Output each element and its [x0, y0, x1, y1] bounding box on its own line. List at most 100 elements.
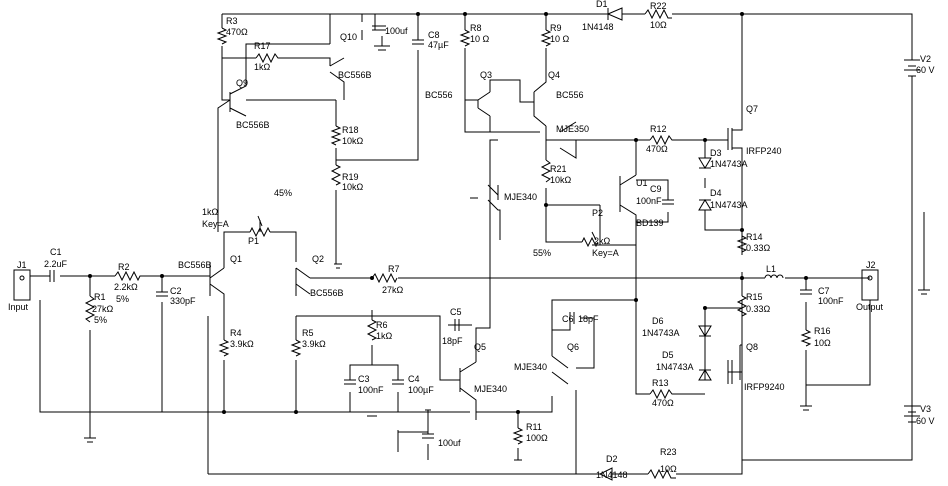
label-p1-key: Key=A	[202, 219, 229, 229]
label-r18-value: 10kΩ	[342, 136, 364, 146]
label-q6-type: MJE340	[514, 362, 547, 372]
label-r16-value: 10Ω	[814, 338, 831, 348]
label-c2-value: 330pF	[170, 296, 196, 306]
label-r5: R5	[302, 328, 314, 338]
resistor-r2	[114, 270, 145, 282]
label-c7-value: 100nF	[818, 296, 844, 306]
label-input: Input	[8, 302, 29, 312]
resistor-r6	[366, 319, 378, 341]
label-c1: C1	[50, 247, 62, 257]
label-r9-value: 10 Ω	[550, 34, 570, 44]
label-q6: Q6	[567, 342, 579, 352]
capacitor-c4	[392, 379, 404, 385]
label-q5-type: MJE340	[474, 384, 507, 394]
label-c3-value: 100nF	[358, 385, 384, 395]
diode-d2	[598, 467, 613, 481]
label-q10: Q10	[340, 32, 357, 42]
capacitor-c2	[156, 291, 168, 297]
label-q7-type: IRFP240	[746, 146, 782, 156]
label-c4-value: 100µF	[408, 385, 434, 395]
inductor-l1	[764, 274, 784, 279]
label-r2-tol: 5%	[116, 294, 129, 304]
diode-d3	[698, 157, 712, 169]
resistor-r22	[644, 8, 672, 20]
label-q2-type: BC556B	[310, 288, 344, 298]
capacitor-100uf-top	[372, 25, 386, 31]
battery-v2	[904, 59, 920, 77]
capacitor-c3	[344, 379, 356, 385]
diode-d4	[698, 199, 712, 211]
resistor-r1	[84, 295, 96, 323]
label-p2-key: Key=A	[592, 248, 619, 258]
resistor-r15	[736, 295, 748, 317]
jack-j2	[861, 269, 879, 301]
label-c5: C5	[450, 307, 462, 317]
label-r15-value: 0.33Ω	[746, 304, 771, 314]
label-r13: R13	[652, 378, 669, 388]
label-d1: D1	[596, 0, 608, 9]
label-q9-type: BC556B	[236, 120, 270, 130]
label-c2: C2	[170, 286, 182, 296]
label-d1-type: 1N4148	[582, 22, 614, 32]
label-r1-value: 27kΩ	[92, 304, 114, 314]
resistor-r3	[216, 27, 228, 45]
diode-d1	[606, 7, 623, 21]
label-q8-type: IRFP9240	[744, 382, 785, 392]
label-v3-value: 60 V	[916, 416, 935, 426]
label-p1-value: 1kΩ	[202, 207, 219, 217]
label-p2-value: 2kΩ	[594, 236, 611, 246]
label-d6-type: 1N4743A	[642, 328, 680, 338]
label-v3: V3	[920, 404, 931, 414]
resistor-r7	[371, 272, 398, 284]
label-r7-value: 27kΩ	[382, 285, 404, 295]
label-u1: U1	[636, 178, 648, 188]
resistor-r13	[649, 388, 676, 400]
label-d3: D3	[710, 148, 722, 158]
label-r5-value: 3.9kΩ	[302, 339, 326, 349]
label-q2: Q2	[312, 254, 324, 264]
label-r2: R2	[118, 262, 130, 272]
label-r9: R9	[550, 23, 562, 33]
label-r3-value: 470Ω	[226, 27, 248, 37]
label-d5: D5	[662, 350, 674, 360]
label-q4: Q4	[548, 70, 560, 80]
label-q10-type: BC556B	[338, 70, 372, 80]
resistor-r16	[800, 329, 812, 347]
resistor-r21	[540, 159, 552, 183]
capacitor-c5	[454, 319, 460, 331]
label-r1: R1	[94, 292, 106, 302]
resistor-r9	[540, 29, 552, 47]
label-j2: J2	[866, 260, 876, 270]
resistor-r12	[649, 134, 676, 146]
label-v2-value: 60 V	[916, 65, 935, 75]
label-q5: Q5	[474, 342, 486, 352]
label-r22-value: 10Ω	[650, 20, 667, 30]
label-c6-value: 18pF	[578, 314, 599, 324]
label-r21-value: 10kΩ	[550, 175, 572, 185]
label-c8: C8	[428, 30, 440, 40]
label-q1: Q1	[230, 254, 242, 264]
components	[13, 7, 930, 481]
label-r12: R12	[650, 124, 667, 134]
label-r19-value: 10kΩ	[342, 182, 364, 192]
capacitor-100uf-bottom	[422, 433, 434, 439]
label-d6: D6	[652, 316, 664, 326]
label-c8-value: 47µF	[428, 40, 449, 50]
label-c3: C3	[358, 374, 370, 384]
resistor-r23	[647, 468, 676, 480]
label-output: Output	[856, 302, 884, 312]
label-r22: R22	[650, 1, 667, 11]
label-r23: R23	[660, 447, 677, 457]
label-r7: R7	[388, 264, 400, 274]
label-c6: C6	[562, 314, 574, 324]
label-c9: C9	[650, 184, 662, 194]
label-mje350: MJE350	[556, 124, 589, 134]
capacitor-c6	[569, 312, 575, 324]
component-labels: J1 Input C1 2.2uF R1 27kΩ 5% R2 2.2kΩ 5%…	[8, 0, 935, 480]
capacitor-c1	[49, 270, 55, 282]
potentiometer-p2	[581, 231, 599, 248]
label-r17: R17	[254, 41, 271, 51]
label-r1-tol: 5%	[94, 315, 107, 325]
label-q7: Q7	[746, 104, 758, 114]
